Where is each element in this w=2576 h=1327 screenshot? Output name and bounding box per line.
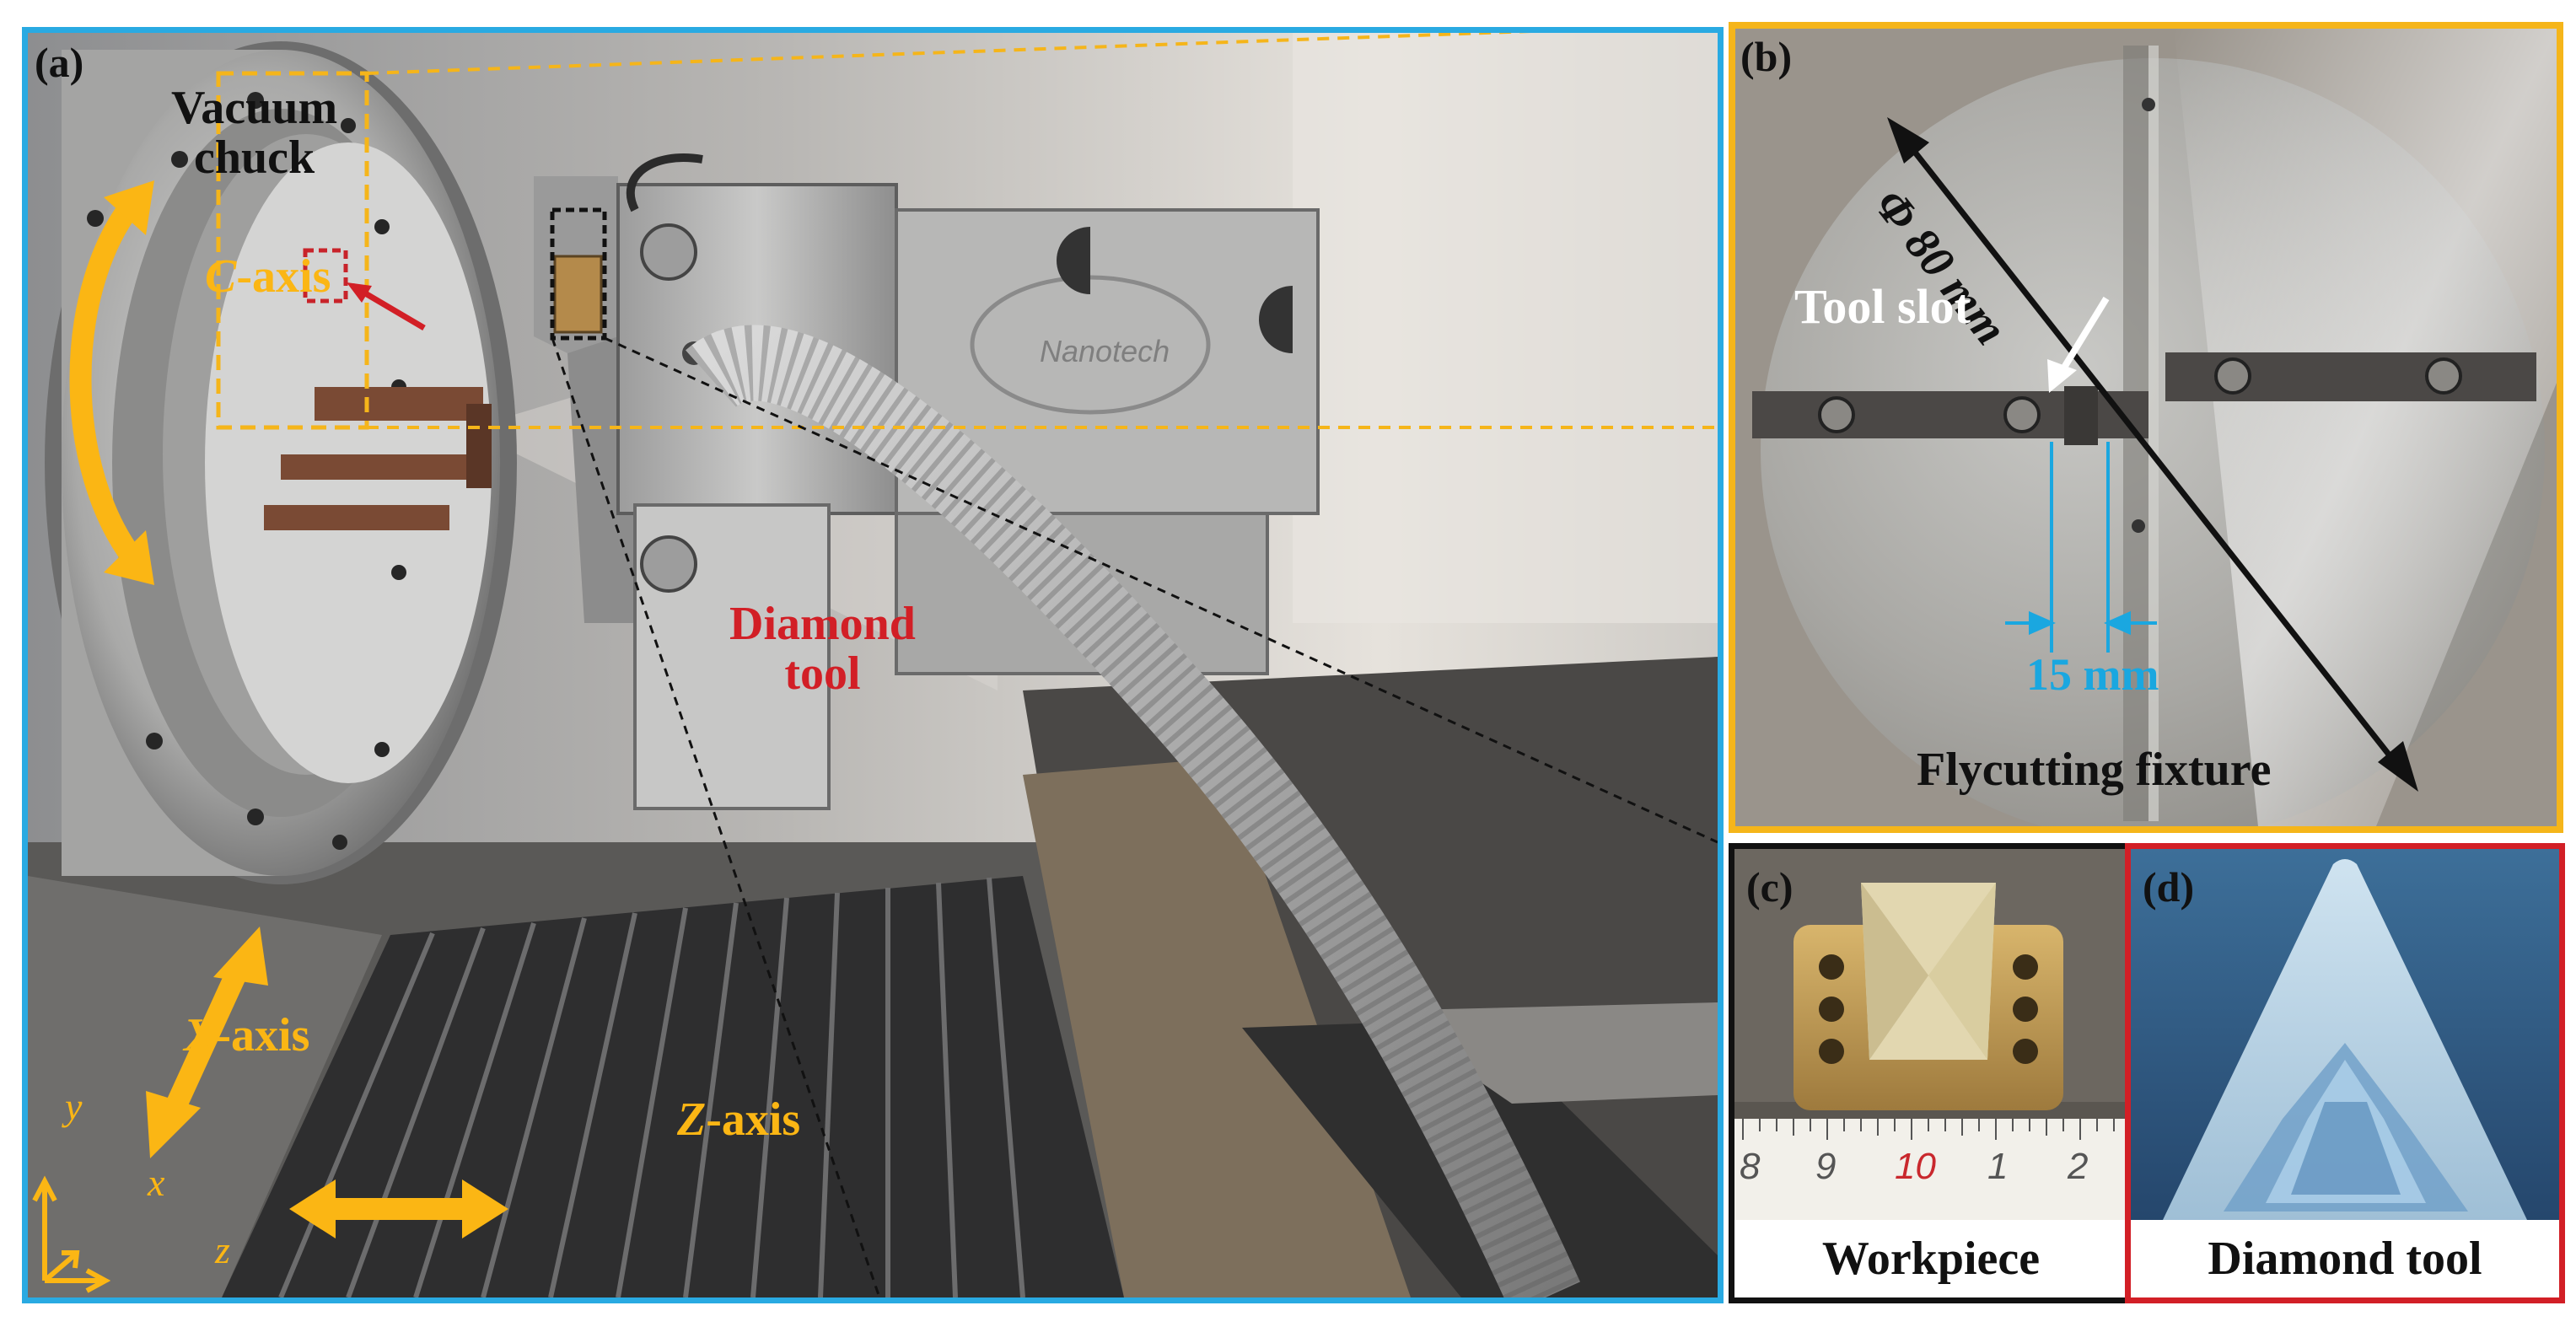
ruler-numbers: 8 9 10 1 2 <box>1734 1146 2127 1196</box>
diamond-tip <box>2163 859 2527 1220</box>
panel-a-tag: (a) <box>35 39 84 86</box>
clamp-bars <box>1752 352 2536 445</box>
coordinate-axes <box>32 1175 111 1293</box>
diamond-tool-caption: Diamond tool <box>2131 1220 2559 1297</box>
tool-holder: Nanotech <box>534 153 1580 1297</box>
vacuum-chuck <box>45 41 517 884</box>
panel-d-diamond-tool-photo: (d) Diamond tool <box>2125 843 2565 1303</box>
panel-b-fixture-photo: (b) Φ 80 mm Tool slot 15 mm Flycutting f… <box>1729 22 2563 833</box>
brand-text: Nanotech <box>1040 334 1170 368</box>
z-axis-label: Z-axis <box>677 1093 801 1146</box>
fixture-photo <box>1735 29 2557 826</box>
ruler-number: 9 <box>1815 1146 1837 1187</box>
fixture-label: Flycutting fixture <box>1917 744 2272 796</box>
vacuum-chuck-label: Vacuum chuck <box>171 82 338 184</box>
coord-y-label: y <box>65 1085 83 1128</box>
coord-x-label: x <box>148 1161 165 1204</box>
workpiece-caption: Workpiece <box>1734 1220 2127 1297</box>
panel-d-tag: (d) <box>2143 863 2195 911</box>
tool-slot-label: Tool slot <box>1794 279 1971 334</box>
panel-b-tag: (b) <box>1740 33 1793 80</box>
ruler-number: 2 <box>2068 1146 2089 1187</box>
x-axis-label: X-axis <box>184 1009 310 1061</box>
diamond-tool-label: Diamond tool <box>729 598 916 700</box>
panel-c-tag: (c) <box>1746 863 1794 911</box>
panel-a-machine-photo: Nanotech <box>22 27 1724 1303</box>
panel-c-workpiece-photo: (c) 8 9 10 1 2 Workpiece <box>1729 843 2133 1303</box>
machine-photo: Nanotech <box>28 33 1718 1297</box>
bellows-cover <box>222 876 1124 1297</box>
ruler-number: 8 <box>1740 1146 1761 1187</box>
coord-z-label: z <box>215 1228 230 1271</box>
slot-width-label: 15 mm <box>2026 649 2159 700</box>
c-axis-label: C-axis <box>205 250 331 303</box>
ruler-number: 1 <box>1987 1146 2009 1187</box>
ruler-number: 10 <box>1895 1146 1936 1187</box>
